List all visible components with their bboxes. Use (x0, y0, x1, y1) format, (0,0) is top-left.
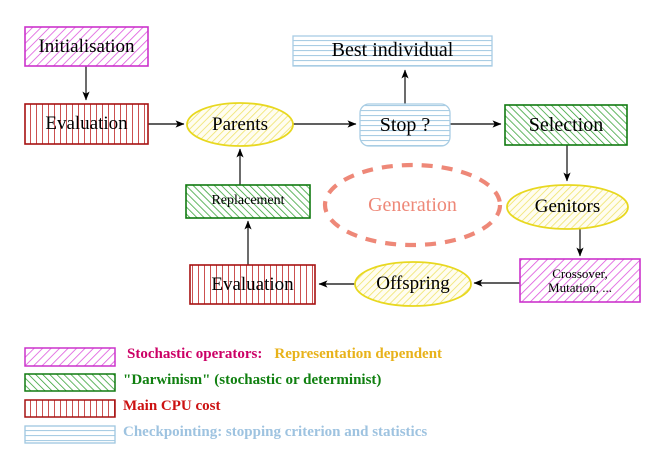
node-parents[interactable] (186, 102, 294, 147)
legend-label-stochastic-operators: Stochastic operators: Representation depe… (127, 346, 442, 363)
edges-group (82, 66, 584, 288)
legend-swatch-stochastic-operators (24, 347, 116, 367)
node-stop[interactable] (359, 103, 451, 147)
node-evaluation-bottom[interactable] (189, 264, 316, 305)
legend-label-main-cpu-cost: Main CPU cost (123, 398, 221, 414)
node-selection[interactable] (504, 104, 628, 146)
node-initialisation[interactable] (24, 26, 149, 67)
legend-label-checkpointing: Checkpointing: stopping criterion and st… (123, 424, 428, 440)
node-best-individual[interactable] (292, 35, 493, 67)
legend-label-stochastic-operators-primary: Stochastic operators: (127, 346, 263, 362)
node-offspring[interactable] (354, 261, 472, 307)
legend-swatch-checkpointing (24, 425, 116, 444)
node-generation-boundary (322, 162, 503, 248)
legend-label-representation-dependent: Representation dependent (274, 346, 443, 362)
node-replacement[interactable] (185, 184, 311, 219)
node-genitors[interactable] (506, 184, 629, 230)
legend-swatch-main-cpu-cost (24, 399, 116, 418)
legend-swatch-darwinism (24, 373, 116, 392)
node-evaluation-top[interactable] (24, 103, 149, 145)
legend-label-darwinism: "Darwinism" (stochastic or determinist) (123, 372, 382, 388)
node-crossover-mutation[interactable] (519, 258, 641, 303)
